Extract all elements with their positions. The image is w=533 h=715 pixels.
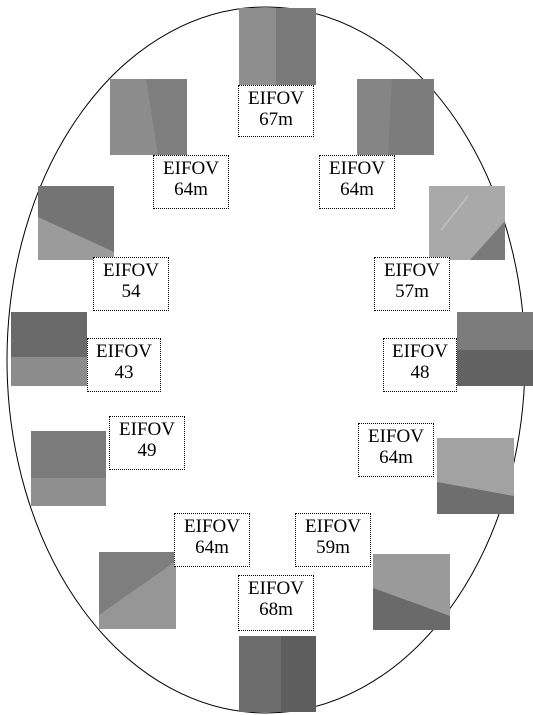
label-bottom-left: EIFOV 64m: [174, 513, 250, 567]
label-lower-right-value: 64m: [379, 447, 413, 468]
label-mid-right-value: 57m: [395, 281, 429, 302]
label-upper-left: EIFOV 64m: [153, 155, 229, 209]
patch-mid-left: [38, 186, 114, 260]
label-top: EIFOV 67m: [238, 85, 314, 137]
label-bottom-left-value: 64m: [195, 537, 229, 558]
label-mid-left: EIFOV 54: [93, 257, 169, 311]
label-upper-right-value: 64m: [340, 179, 374, 200]
label-left: EIFOV 43: [87, 338, 161, 392]
patch-right: [457, 312, 533, 386]
label-right-value: 48: [410, 362, 430, 383]
patch-upper-left: [110, 79, 187, 155]
label-lower-left: EIFOV 49: [109, 416, 185, 470]
label-mid-left-value: 54: [121, 281, 141, 302]
patch-bottom: [239, 636, 316, 712]
patch-upper-right: [357, 79, 434, 155]
patch-mid-right: [429, 186, 505, 260]
label-top-value: 67m: [259, 109, 293, 130]
label-bottom: EIFOV 68m: [238, 575, 314, 631]
label-upper-right: EIFOV 64m: [319, 155, 395, 209]
label-bottom-right-title: EIFOV: [305, 516, 361, 537]
label-right: EIFOV 48: [383, 338, 457, 392]
label-bottom-left-title: EIFOV: [184, 516, 240, 537]
label-upper-right-title: EIFOV: [329, 158, 385, 179]
label-upper-left-title: EIFOV: [163, 158, 219, 179]
label-bottom-title: EIFOV: [248, 578, 304, 599]
label-mid-left-title: EIFOV: [103, 260, 159, 281]
label-lower-left-title: EIFOV: [119, 419, 175, 440]
patch-bottom-left: [99, 552, 176, 629]
label-lower-right-title: EIFOV: [368, 426, 424, 447]
label-lower-right: EIFOV 64m: [358, 423, 434, 477]
label-bottom-right: EIFOV 59m: [295, 513, 371, 567]
patch-top: [239, 8, 316, 85]
label-lower-left-value: 49: [137, 440, 157, 461]
label-bottom-value: 68m: [259, 599, 293, 620]
label-left-title: EIFOV: [96, 341, 152, 362]
patch-lower-left: [31, 431, 106, 506]
patch-bottom-right: [373, 554, 450, 630]
label-top-title: EIFOV: [248, 88, 304, 109]
patches: [11, 8, 533, 712]
label-left-value: 43: [114, 362, 134, 383]
patch-lower-right: [437, 438, 514, 514]
label-mid-right-title: EIFOV: [384, 260, 440, 281]
label-mid-right: EIFOV 57m: [374, 257, 450, 311]
label-bottom-right-value: 59m: [316, 537, 350, 558]
patch-left: [11, 312, 87, 386]
label-right-title: EIFOV: [392, 341, 448, 362]
label-upper-left-value: 64m: [174, 179, 208, 200]
